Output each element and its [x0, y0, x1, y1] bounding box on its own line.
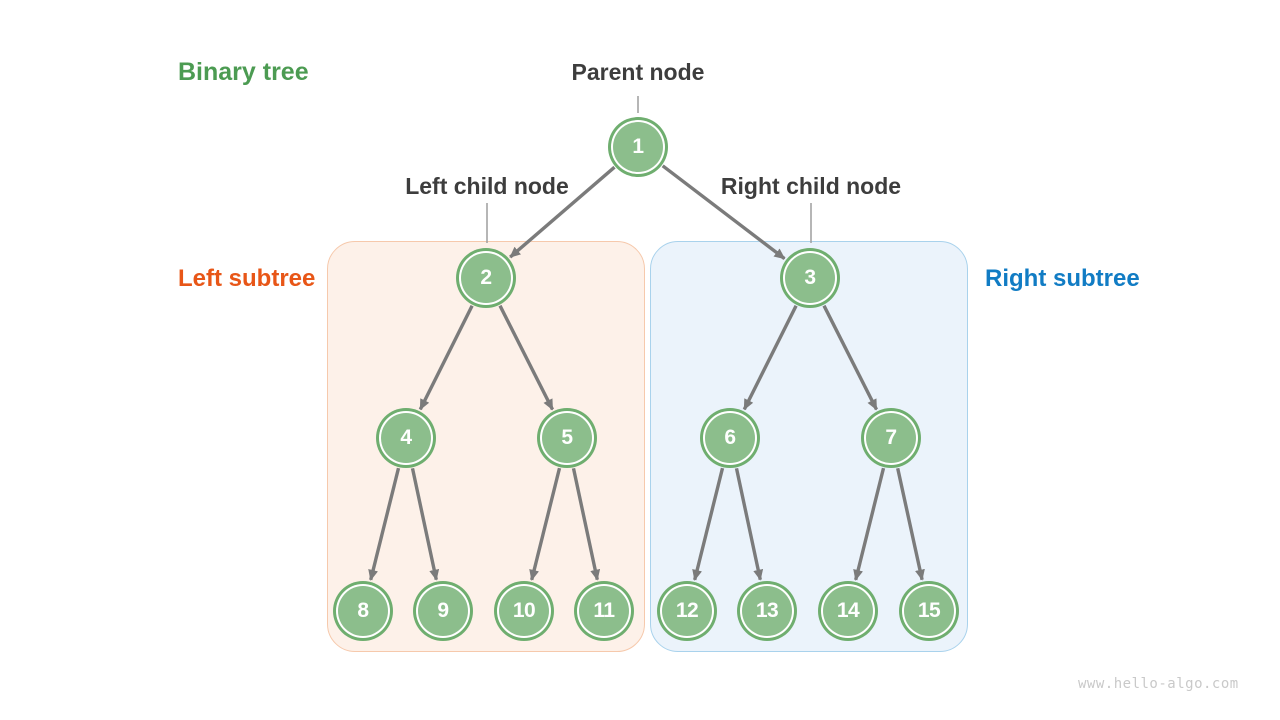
left-subtree-label: Left subtree: [178, 265, 316, 292]
tree-node-4: 4: [381, 413, 431, 463]
diagram-title: Binary tree: [178, 58, 309, 86]
tree-node-8: 8: [338, 586, 388, 636]
parent-node-label: Parent node: [571, 59, 705, 85]
tree-node-2: 2: [461, 253, 511, 303]
right-child-node-label: Right child node: [720, 173, 902, 199]
left-child-node-label: Left child node: [405, 173, 569, 199]
label-callout-lines: [486, 96, 812, 243]
tree-node-3: 3: [785, 253, 835, 303]
tree-node-1: 1: [613, 122, 663, 172]
tree-node-7: 7: [866, 413, 916, 463]
tree-node-10: 10: [499, 586, 549, 636]
tree-node-15: 15: [904, 586, 954, 636]
left-subtree-box: [327, 241, 645, 652]
right-subtree-box: [650, 241, 968, 652]
tree-node-5: 5: [542, 413, 592, 463]
right-subtree-label: Right subtree: [985, 265, 1140, 292]
tree-node-14: 14: [823, 586, 873, 636]
tree-node-9: 9: [418, 586, 468, 636]
tree-node-13: 13: [742, 586, 792, 636]
tree-node-11: 11: [579, 586, 629, 636]
watermark-url: www.hello-algo.com: [1078, 676, 1239, 692]
tree-node-6: 6: [705, 413, 755, 463]
tree-node-12: 12: [662, 586, 712, 636]
